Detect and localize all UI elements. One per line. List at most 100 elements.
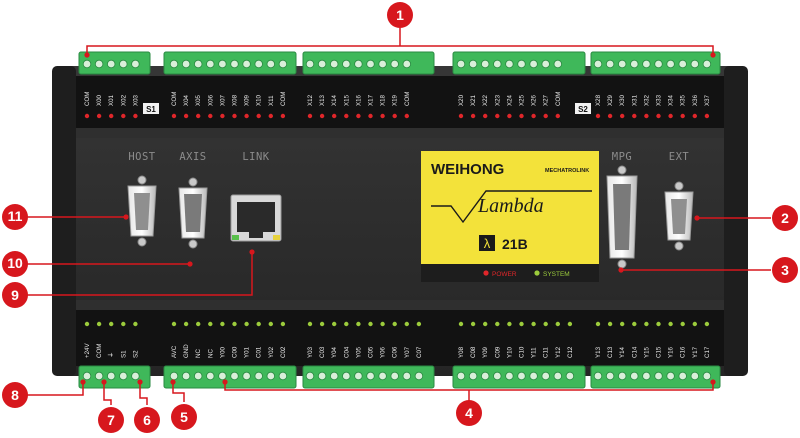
bottom-screw[interactable]: [278, 371, 288, 381]
top-screw[interactable]: [690, 59, 699, 69]
bottom-status-led: [595, 321, 601, 327]
bottom-screw[interactable]: [317, 371, 327, 381]
top-screw[interactable]: [106, 59, 116, 69]
top-screw[interactable]: [702, 59, 712, 69]
top-screw[interactable]: [278, 59, 288, 69]
top-screw[interactable]: [505, 59, 514, 69]
bottom-screw[interactable]: [517, 371, 526, 381]
bottom-screw[interactable]: [702, 371, 712, 381]
bottom-screw[interactable]: [106, 371, 116, 381]
bottom-screw[interactable]: [94, 371, 104, 381]
bottom-screw[interactable]: [119, 371, 128, 381]
top-screw[interactable]: [529, 59, 538, 69]
top-screw[interactable]: [456, 59, 466, 69]
bottom-status-led: [704, 321, 710, 327]
top-screw[interactable]: [678, 59, 687, 69]
top-screw[interactable]: [266, 59, 275, 69]
bottom-screw[interactable]: [541, 371, 550, 381]
top-screw[interactable]: [230, 59, 239, 69]
top-screw[interactable]: [481, 59, 490, 69]
bottom-screw[interactable]: [529, 371, 538, 381]
top-screw[interactable]: [666, 59, 675, 69]
bottom-screw[interactable]: [305, 371, 315, 381]
top-screw[interactable]: [468, 59, 478, 69]
bottom-pin-label: Y11: [531, 347, 538, 358]
bottom-screw[interactable]: [230, 371, 239, 381]
top-screw[interactable]: [366, 59, 375, 69]
axis-db15-connector: [178, 177, 208, 249]
bottom-screw[interactable]: [456, 371, 466, 381]
top-screw[interactable]: [131, 59, 140, 69]
bottom-screw[interactable]: [618, 371, 627, 381]
top-screw[interactable]: [254, 59, 263, 69]
bottom-screw[interactable]: [505, 371, 514, 381]
bottom-screw[interactable]: [565, 371, 575, 381]
top-screw[interactable]: [193, 59, 203, 69]
bottom-screw[interactable]: [242, 371, 251, 381]
top-screw[interactable]: [642, 59, 651, 69]
top-screw[interactable]: [206, 59, 215, 69]
top-screw[interactable]: [402, 59, 411, 69]
bottom-screw[interactable]: [366, 371, 375, 381]
top-screw[interactable]: [553, 59, 562, 69]
top-screw[interactable]: [493, 59, 502, 69]
bottom-screw[interactable]: [131, 371, 140, 381]
bottom-screw[interactable]: [414, 371, 424, 381]
bottom-screw[interactable]: [218, 371, 227, 381]
bottom-screw[interactable]: [493, 371, 502, 381]
top-screw[interactable]: [390, 59, 399, 69]
top-screw[interactable]: [242, 59, 251, 69]
bottom-screw[interactable]: [254, 371, 263, 381]
top-screw[interactable]: [605, 59, 615, 69]
top-screw[interactable]: [630, 59, 639, 69]
bottom-screw[interactable]: [605, 371, 615, 381]
bottom-screw[interactable]: [82, 371, 92, 381]
bottom-screw[interactable]: [678, 371, 687, 381]
bottom-status-led: [356, 321, 361, 327]
top-screw[interactable]: [378, 59, 387, 69]
bottom-screw[interactable]: [193, 371, 203, 381]
top-screw[interactable]: [181, 59, 191, 69]
top-screw[interactable]: [593, 59, 603, 69]
bottom-screw[interactable]: [378, 371, 387, 381]
bottom-screw[interactable]: [181, 371, 191, 381]
top-screw[interactable]: [94, 59, 104, 69]
top-status-led: [668, 113, 673, 119]
top-screw[interactable]: [218, 59, 227, 69]
bottom-screw[interactable]: [169, 371, 179, 381]
bottom-screw[interactable]: [468, 371, 478, 381]
bottom-screw[interactable]: [642, 371, 651, 381]
bottom-screw[interactable]: [481, 371, 490, 381]
bottom-screw[interactable]: [654, 371, 663, 381]
bottom-screw[interactable]: [390, 371, 399, 381]
bottom-screw[interactable]: [666, 371, 675, 381]
bottom-screw[interactable]: [266, 371, 275, 381]
top-status-led: [183, 113, 189, 119]
bottom-screw[interactable]: [402, 371, 411, 381]
top-screw[interactable]: [541, 59, 550, 69]
top-screw[interactable]: [82, 59, 92, 69]
top-screw[interactable]: [654, 59, 663, 69]
top-screw[interactable]: [342, 59, 351, 69]
bottom-screw[interactable]: [206, 371, 215, 381]
top-screw[interactable]: [330, 59, 339, 69]
bottom-pin-label: Y07: [404, 346, 411, 358]
bottom-screw[interactable]: [330, 371, 339, 381]
top-screw[interactable]: [618, 59, 627, 69]
top-screw[interactable]: [169, 59, 179, 69]
bottom-screw[interactable]: [354, 371, 363, 381]
bottom-status-led: [183, 321, 189, 327]
link-rj45-port: [230, 194, 282, 242]
bottom-screw[interactable]: [630, 371, 639, 381]
top-screw[interactable]: [305, 59, 315, 69]
bottom-screw[interactable]: [342, 371, 351, 381]
top-screw[interactable]: [517, 59, 526, 69]
bottom-status-led: [495, 321, 500, 327]
top-screw[interactable]: [354, 59, 363, 69]
top-screw[interactable]: [119, 59, 128, 69]
bottom-screw[interactable]: [593, 371, 603, 381]
bottom-pin-label: C06: [392, 346, 399, 358]
bottom-screw[interactable]: [690, 371, 699, 381]
top-screw[interactable]: [317, 59, 327, 69]
bottom-screw[interactable]: [553, 371, 562, 381]
